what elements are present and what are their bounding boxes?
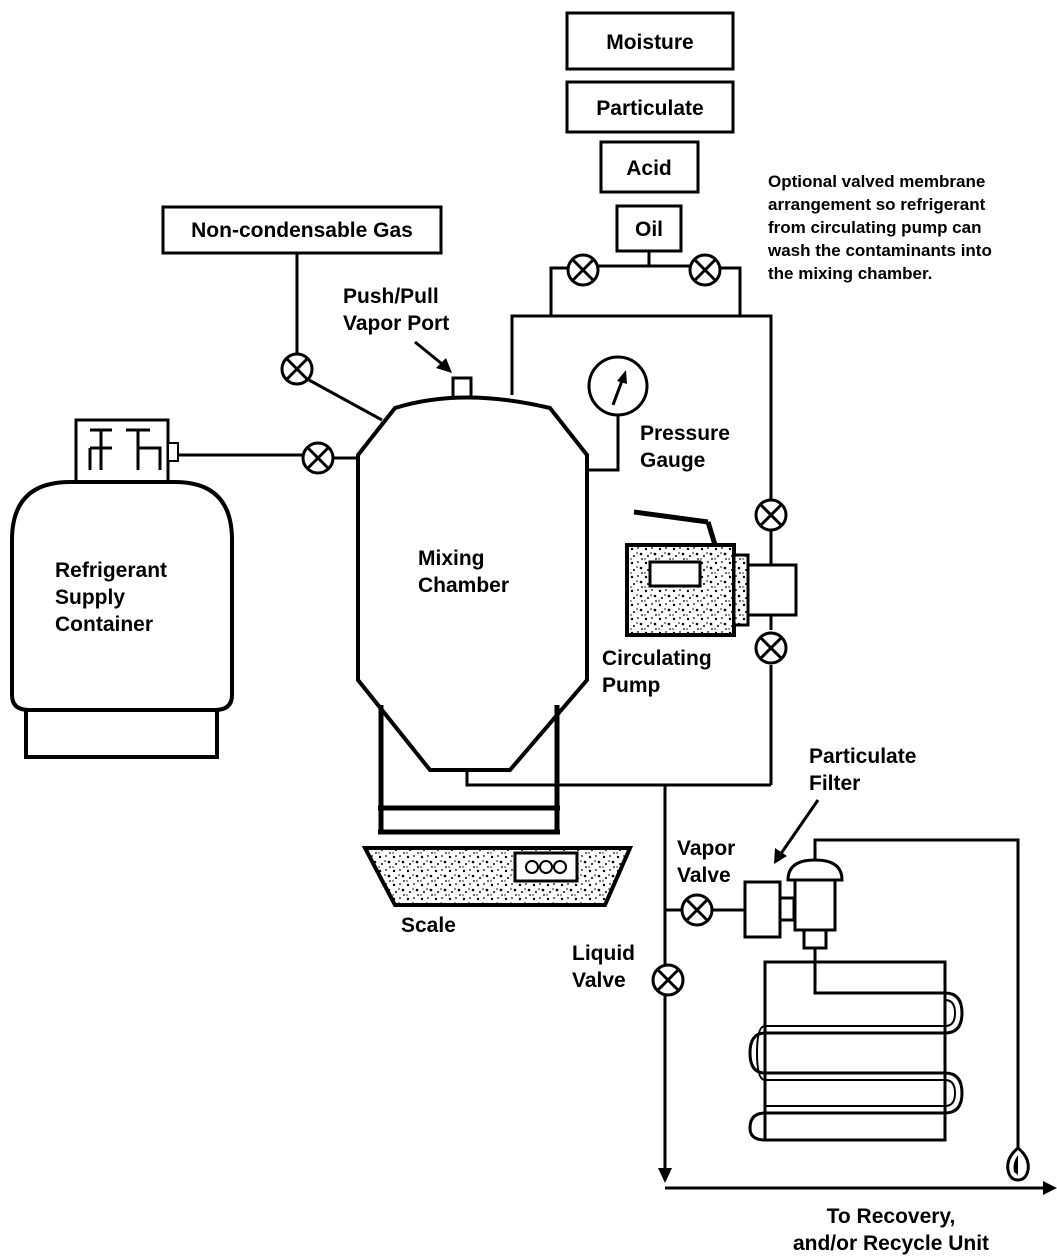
moisture-box: Moisture: [565, 11, 735, 71]
optional-note-line: from circulating pump can: [768, 218, 981, 237]
pressure-gauge: Pressure Gauge: [587, 355, 730, 472]
push-pull-vapor-port: Push/Pull Vapor Port: [343, 285, 473, 400]
pump-upper-valve: [754, 498, 788, 532]
to-recovery-label-line: and/or Recycle Unit: [793, 1232, 989, 1255]
circulating-pump: Circulating Pump: [602, 498, 798, 697]
non-condensable-gas-label: Non-condensable Gas: [191, 219, 413, 242]
liquid-valve-label-line: Liquid: [572, 942, 635, 965]
pressure-gauge-label-line: Pressure: [640, 422, 730, 445]
particulate-filter-label-line: Filter: [809, 772, 860, 795]
optional-note-line: wash the contaminants into: [767, 241, 992, 260]
circulating-pump-label-line: Circulating: [602, 647, 712, 670]
pressure-gauge-label-line: Gauge: [640, 449, 705, 472]
optional-note-line: Optional valved membrane: [768, 172, 985, 191]
oil-box: Oil: [615, 204, 683, 253]
mixing-chamber: Mixing Chamber: [356, 395, 589, 772]
moisture-label: Moisture: [606, 31, 694, 54]
vapor-branch: Vapor Valve: [665, 837, 796, 939]
refrigerant-container-label-line: Refrigerant: [55, 559, 167, 582]
chamber-stand: [378, 705, 560, 835]
optional-note: Optional valved membrane arrangement so …: [767, 172, 992, 283]
to-recovery-label-line: To Recovery,: [827, 1205, 956, 1228]
refrigerant-supply-container: Refrigerant Supply Container: [10, 418, 234, 759]
non-condensable-gas-valve: [280, 352, 314, 386]
particulate-box: Particulate: [565, 80, 735, 134]
liquid-valve: [651, 963, 685, 997]
supply-valve: [301, 441, 335, 475]
optional-note-line: arrangement so refrigerant: [768, 195, 986, 214]
membrane-valve-arrangement: [549, 251, 742, 316]
scale-display: [513, 851, 579, 883]
non-condensable-gas-box: Non-condensable Gas: [161, 205, 443, 255]
coil-assembly: [748, 960, 1030, 1182]
recovery-destination: To Recovery, and/or Recycle Unit: [793, 1205, 989, 1255]
optional-note-line: the mixing chamber.: [768, 264, 932, 283]
oil-label: Oil: [635, 218, 663, 241]
refrigerant-container-label-line: Container: [55, 613, 153, 636]
particulate-filter: Particulate Filter: [774, 745, 1020, 1150]
liquid-valve-label-line: Valve: [572, 969, 626, 992]
acid-box: Acid: [599, 140, 700, 194]
vapor-valve-label-line: Valve: [677, 864, 731, 887]
refrigerant-container-label-line: Supply: [55, 586, 125, 609]
mixing-chamber-label-line: Mixing: [418, 547, 485, 570]
push-pull-label-line: Vapor Port: [343, 312, 449, 335]
membrane-valve-left: [566, 253, 600, 287]
push-pull-label-line: Push/Pull: [343, 285, 439, 308]
outlet-line: Liquid Valve: [572, 785, 1057, 1195]
pump-lower-valve: [754, 631, 788, 665]
particulate-label: Particulate: [596, 97, 703, 120]
vapor-valve: [680, 893, 714, 927]
scale: Scale: [361, 846, 634, 937]
circulating-pump-label-line: Pump: [602, 674, 660, 697]
membrane-valve-right: [688, 253, 722, 287]
mixing-chamber-label-line: Chamber: [418, 574, 509, 597]
vapor-valve-label-line: Vapor: [677, 837, 735, 860]
scale-label: Scale: [401, 914, 456, 937]
acid-label: Acid: [626, 157, 672, 180]
particulate-filter-label-line: Particulate: [809, 745, 916, 768]
